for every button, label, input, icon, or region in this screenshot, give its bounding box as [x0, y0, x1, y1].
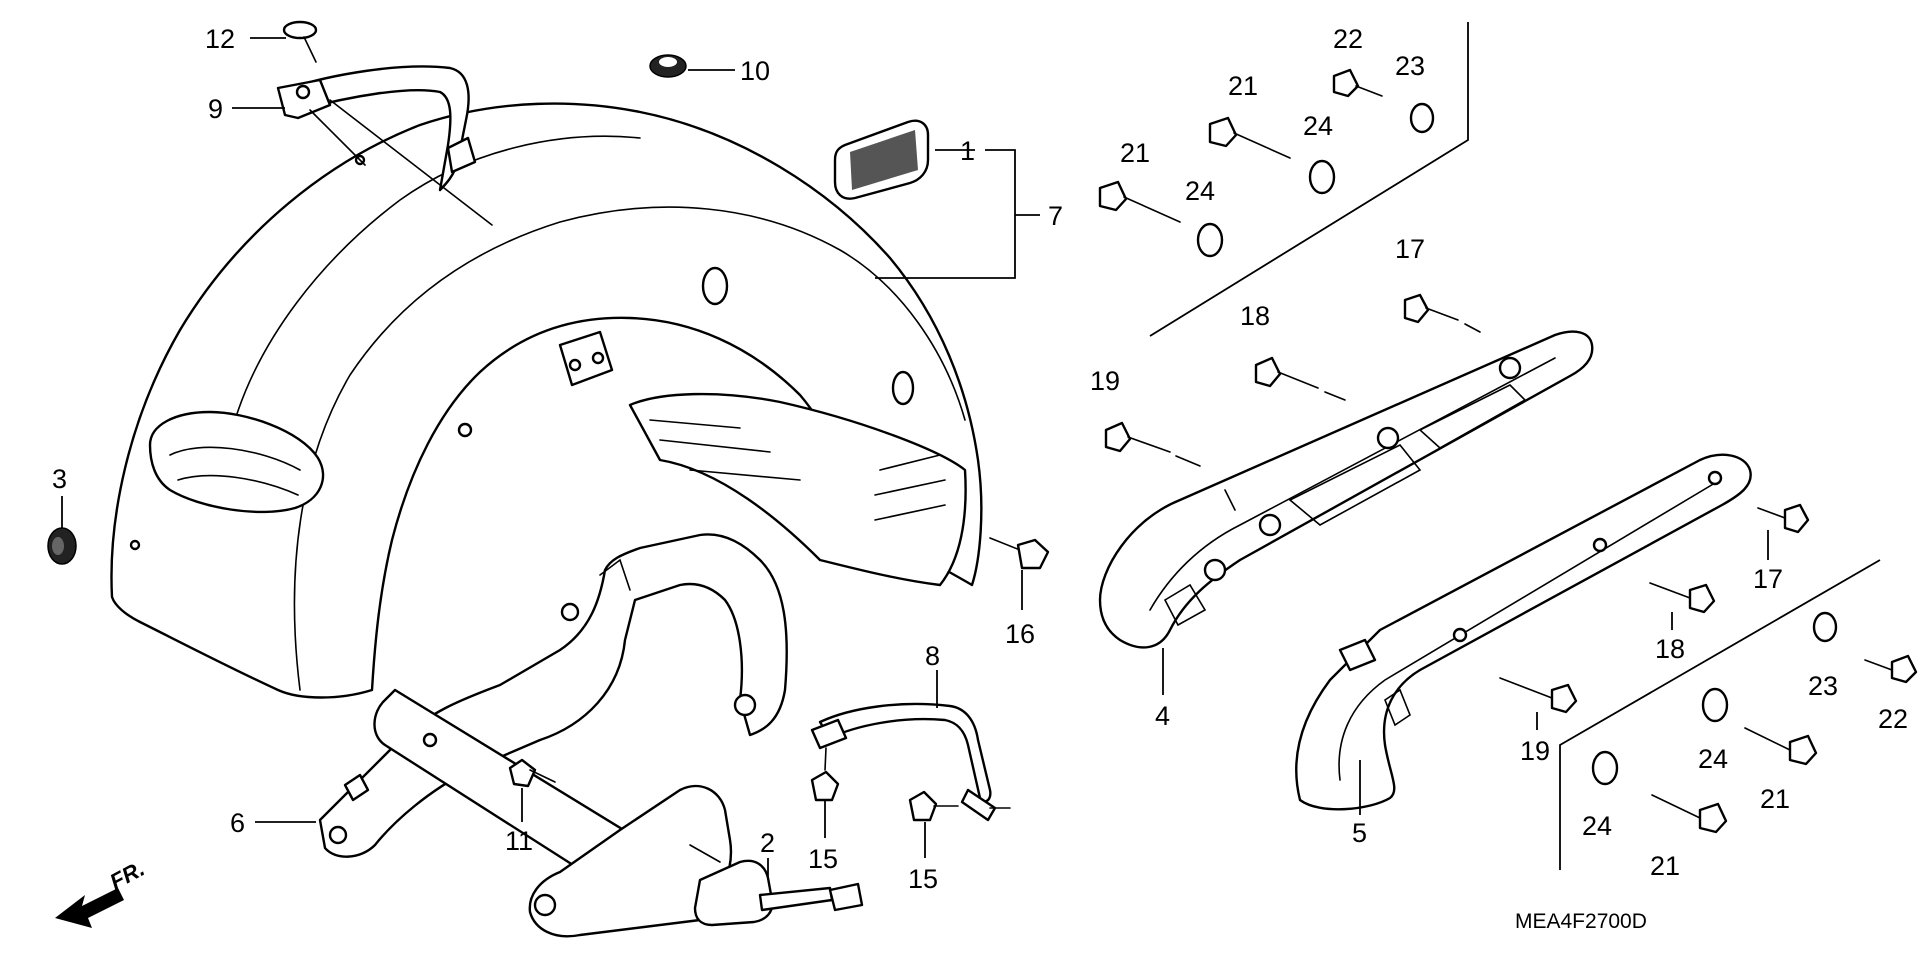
bolt-15-b	[908, 790, 959, 822]
bolt-17-b	[1757, 503, 1810, 534]
callout-15-b: 15	[908, 864, 938, 894]
callout-24-b: 24	[1185, 176, 1215, 206]
washer-24-a	[1308, 159, 1336, 195]
callout-16: 16	[1005, 619, 1035, 649]
bolt-12	[282, 20, 318, 63]
callout-21-b: 21	[1120, 138, 1150, 168]
bolt-11	[508, 758, 556, 788]
callout-21-d: 21	[1650, 851, 1680, 881]
bolt-18-a	[1254, 356, 1346, 401]
callout-18-a: 18	[1240, 301, 1270, 331]
washer-23-a	[1409, 102, 1435, 134]
side-cover-5	[1295, 453, 1752, 811]
bolt-16	[989, 537, 1050, 570]
washer-24-d	[1591, 750, 1619, 786]
callout-7: 7	[1048, 201, 1063, 231]
lock-2	[689, 844, 864, 927]
callout-2: 2	[760, 828, 775, 858]
callout-19-a: 19	[1090, 366, 1120, 396]
callout-23-a: 23	[1395, 51, 1425, 81]
bolt-19-b	[1499, 677, 1578, 714]
bolt-22-b	[1864, 654, 1918, 684]
callout-21-c: 21	[1760, 784, 1790, 814]
grommet-10	[649, 54, 687, 78]
callout-17-b: 17	[1753, 564, 1783, 594]
front-marker: FR.	[106, 856, 149, 895]
fender-stay-6	[318, 533, 788, 938]
group-separators	[1149, 22, 1881, 870]
callout-22-a: 22	[1333, 24, 1363, 54]
bolt-19-a	[1104, 421, 1201, 467]
callout-17-a: 17	[1395, 234, 1425, 264]
bolt-15-a	[810, 747, 840, 802]
callout-21-a: 21	[1228, 71, 1258, 101]
bolt-21-d	[1651, 794, 1728, 834]
callout-4: 4	[1155, 701, 1170, 731]
bolt-22-a	[1332, 68, 1383, 98]
bolt-21-a	[1208, 116, 1291, 159]
grommet-3	[47, 527, 77, 565]
side-cover-4	[1098, 330, 1594, 649]
washer-24-b	[1196, 222, 1224, 258]
callout-1: 1	[960, 136, 975, 166]
callout-9: 9	[208, 94, 223, 124]
callout-23-b: 23	[1808, 671, 1838, 701]
callout-19-b: 19	[1520, 736, 1550, 766]
callout-3: 3	[52, 464, 67, 494]
callout-5: 5	[1352, 818, 1367, 848]
callout-6: 6	[230, 808, 245, 838]
diagram-code: MEA4F2700D	[1515, 910, 1647, 933]
bolt-17-a	[1403, 293, 1481, 333]
washer-24-c	[1701, 687, 1729, 723]
reflector-1	[833, 119, 930, 200]
bolt-21-b	[1098, 180, 1181, 223]
callout-24-a: 24	[1303, 111, 1333, 141]
callout-22-b: 22	[1878, 704, 1908, 734]
leader-lines	[61, 37, 1769, 880]
bolt-18-b	[1649, 582, 1716, 614]
callout-11: 11	[505, 826, 533, 856]
front-arrow-icon	[55, 888, 124, 928]
callout-24-d: 24	[1582, 811, 1612, 841]
callouts: 12 9 10 1 7 3 16 6 11 8 2 15 15 22 23 21…	[52, 24, 1908, 894]
callout-15-a: 15	[808, 844, 838, 874]
callout-18-b: 18	[1655, 634, 1685, 664]
callout-24-c: 24	[1698, 744, 1728, 774]
callout-8: 8	[925, 641, 940, 671]
callout-12: 12	[205, 24, 235, 54]
callout-10: 10	[740, 56, 770, 86]
helmet-holder-8	[810, 702, 1011, 822]
grab-rail	[276, 65, 493, 226]
bolt-21-c	[1744, 727, 1818, 766]
washer-23-b	[1812, 611, 1838, 643]
rear-fender	[110, 102, 983, 699]
